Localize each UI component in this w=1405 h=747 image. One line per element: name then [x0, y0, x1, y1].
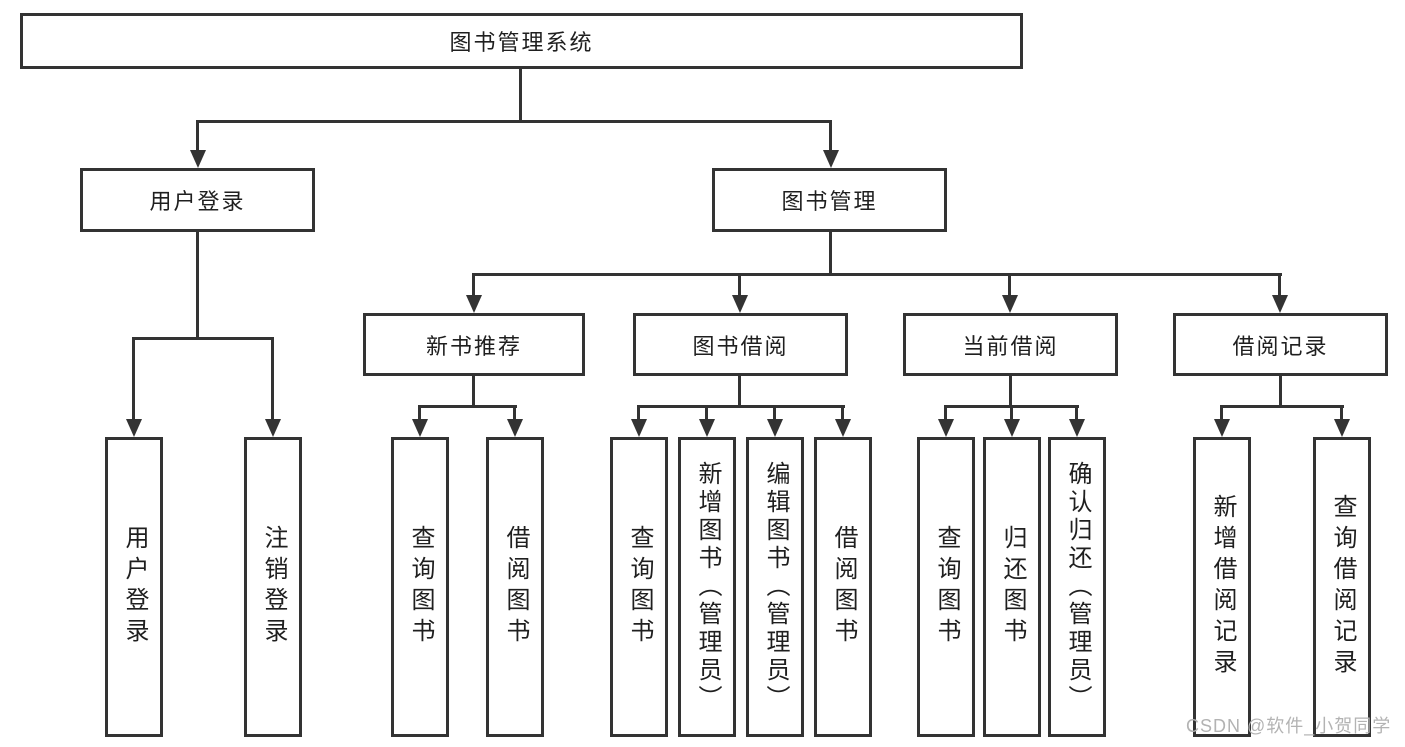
edge-borrow-records-rail — [1220, 405, 1344, 408]
edge-book-mgmt-drop — [829, 232, 832, 274]
node-leaf-borrow-book-2: 借阅图书 — [814, 437, 872, 737]
node-leaf-confirm-return-admin: 确认归还（管理员） — [1048, 437, 1106, 737]
edge-user-login-shaft-2 — [271, 337, 274, 421]
edge-book-borrow-rail — [637, 405, 845, 408]
arrow-down-icon — [126, 419, 142, 437]
node-leaf-query-borrow-record: 查询借阅记录 — [1313, 437, 1371, 737]
node-new-book-recommend: 新书推荐 — [363, 313, 585, 376]
edge-current-borrow-drop — [1009, 376, 1012, 407]
arrow-down-icon — [732, 295, 748, 313]
arrow-down-icon — [507, 419, 523, 437]
edge-borrow-records-shaft-1 — [1220, 405, 1223, 421]
edge-new-book-shaft-1 — [418, 405, 421, 421]
edge-current-borrow-shaft-2 — [1010, 405, 1013, 421]
edge-borrow-records-shaft-2 — [1340, 405, 1343, 421]
node-leaf-query-book-1-label: 查询图书 — [407, 525, 434, 649]
edge-new-book-rail — [418, 405, 517, 408]
node-root: 图书管理系统 — [20, 13, 1023, 69]
node-leaf-borrow-book-2-label: 借阅图书 — [830, 525, 857, 649]
arrow-down-icon — [938, 419, 954, 437]
edge-current-borrow-shaft-1 — [944, 405, 947, 421]
node-leaf-borrow-book-1-label: 借阅图书 — [502, 525, 529, 649]
node-leaf-query-book-2: 查询图书 — [610, 437, 668, 737]
node-leaf-edit-book-admin-label: 编辑图书（管理员） — [762, 461, 789, 713]
arrow-down-icon — [1214, 419, 1230, 437]
node-leaf-query-book-1: 查询图书 — [391, 437, 449, 737]
node-leaf-add-borrow-record: 新增借阅记录 — [1193, 437, 1251, 737]
node-leaf-return-book-label: 归还图书 — [999, 525, 1026, 649]
watermark: CSDN @软件_小贺同学 — [1186, 716, 1392, 736]
edge-user-login-drop — [196, 232, 199, 338]
node-leaf-edit-book-admin: 编辑图书（管理员） — [746, 437, 804, 737]
arrow-down-icon — [412, 419, 428, 437]
edge-book-mgmt-shaft-1 — [472, 273, 475, 297]
arrow-down-icon — [631, 419, 647, 437]
edge-book-mgmt-rail — [473, 273, 1282, 276]
edge-user-login-rail — [132, 337, 274, 340]
node-book-management: 图书管理 — [712, 168, 947, 232]
arrow-down-icon — [190, 150, 206, 168]
edge-root-shaft-right — [829, 120, 832, 153]
edge-new-book-drop — [472, 376, 475, 407]
node-leaf-add-book-admin-label: 新增图书（管理员） — [694, 461, 721, 713]
edge-root-rail — [197, 120, 832, 123]
edge-borrow-records-drop — [1279, 376, 1282, 407]
arrow-down-icon — [1272, 295, 1288, 313]
node-leaf-borrow-book-1: 借阅图书 — [486, 437, 544, 737]
node-leaf-logout-label: 注销登录 — [260, 525, 287, 649]
node-leaf-logout: 注销登录 — [244, 437, 302, 737]
edge-book-mgmt-shaft-4 — [1278, 273, 1281, 297]
edge-book-mgmt-shaft-2 — [738, 273, 741, 297]
node-leaf-user-login: 用户登录 — [105, 437, 163, 737]
edge-book-borrow-shaft-4 — [841, 405, 844, 421]
node-leaf-confirm-return-admin-label: 确认归还（管理员） — [1064, 461, 1091, 713]
edge-user-login-shaft-1 — [132, 337, 135, 421]
node-leaf-query-book-3-label: 查询图书 — [933, 525, 960, 649]
node-user-login: 用户登录 — [80, 168, 315, 232]
edge-book-borrow-drop — [738, 376, 741, 407]
edge-book-borrow-shaft-3 — [773, 405, 776, 421]
node-book-borrow: 图书借阅 — [633, 313, 848, 376]
node-leaf-add-book-admin: 新增图书（管理员） — [678, 437, 736, 737]
node-leaf-query-borrow-record-label: 查询借阅记录 — [1329, 494, 1356, 680]
node-leaf-user-login-label: 用户登录 — [121, 525, 148, 649]
arrow-down-icon — [1069, 419, 1085, 437]
edge-current-borrow-shaft-3 — [1075, 405, 1078, 421]
arrow-down-icon — [265, 419, 281, 437]
node-leaf-query-book-2-label: 查询图书 — [626, 525, 653, 649]
node-current-borrow: 当前借阅 — [903, 313, 1118, 376]
edge-root-drop — [519, 68, 522, 120]
edge-book-borrow-shaft-2 — [705, 405, 708, 421]
arrow-down-icon — [835, 419, 851, 437]
edge-root-shaft-left — [196, 120, 199, 153]
node-leaf-add-borrow-record-label: 新增借阅记录 — [1209, 494, 1236, 680]
arrow-down-icon — [823, 150, 839, 168]
arrow-down-icon — [466, 295, 482, 313]
edge-book-mgmt-shaft-3 — [1008, 273, 1011, 297]
edge-book-borrow-shaft-1 — [637, 405, 640, 421]
node-leaf-return-book: 归还图书 — [983, 437, 1041, 737]
edge-new-book-shaft-2 — [513, 405, 516, 421]
arrow-down-icon — [1334, 419, 1350, 437]
arrow-down-icon — [699, 419, 715, 437]
node-leaf-query-book-3: 查询图书 — [917, 437, 975, 737]
arrow-down-icon — [767, 419, 783, 437]
arrow-down-icon — [1002, 295, 1018, 313]
arrow-down-icon — [1004, 419, 1020, 437]
node-borrow-records: 借阅记录 — [1173, 313, 1388, 376]
